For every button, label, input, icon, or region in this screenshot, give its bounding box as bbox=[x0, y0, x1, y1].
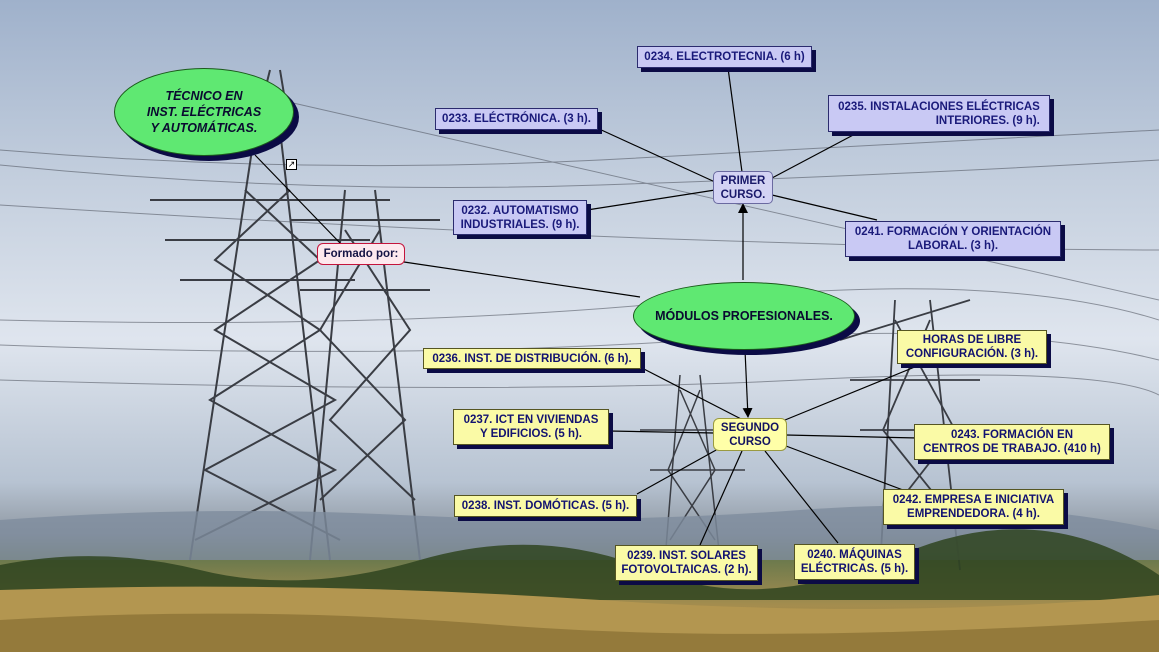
connector-main-formado bbox=[254, 154, 341, 244]
link-label-formado: Formado por: bbox=[317, 243, 405, 265]
connector-segundo-0237 bbox=[608, 430, 715, 434]
primer-curso-node[interactable]: PRIMER CURSO. bbox=[713, 171, 773, 204]
module-0241-node[interactable]: 0241. FORMACIÓN Y ORIENTACIÓN LABORAL. (… bbox=[845, 221, 1061, 257]
connector-primer-0241 bbox=[771, 194, 878, 221]
module-0236-node[interactable]: 0236. INST. DE DISTRIBUCIÓN. (6 h). bbox=[423, 348, 641, 369]
connector-segundo-0239 bbox=[699, 450, 743, 546]
vegetation bbox=[0, 529, 1159, 652]
connector-primer-0234 bbox=[727, 67, 743, 173]
connector-segundo-0240 bbox=[764, 450, 839, 544]
module-0235-node[interactable]: 0235. INSTALACIONES ELÉCTRICAS INTERIORE… bbox=[828, 95, 1050, 132]
module-0234-node[interactable]: 0234. ELECTROTECNIA. (6 h) bbox=[637, 46, 812, 68]
main-topic-ellipse[interactable]: TÉCNICO EN INST. ELÉCTRICAS Y AUTOMÁTICA… bbox=[114, 68, 294, 156]
connector-primer-0232 bbox=[586, 189, 716, 211]
connector-segundo-0236 bbox=[639, 366, 746, 422]
module-0233-node[interactable]: 0233. ELÉCTRÓNICA. (3 h). bbox=[435, 108, 598, 130]
connector-modulos-segundo bbox=[742, 349, 753, 418]
connector-segundo-0238 bbox=[636, 448, 719, 495]
segundo-curso-node[interactable]: SEGUNDO CURSO bbox=[713, 418, 787, 451]
modulos-label: MÓDULOS PROFESIONALES. bbox=[655, 309, 833, 323]
module-0238-node[interactable]: 0238. INST. DOMÓTICAS. (5 h). bbox=[454, 495, 637, 517]
connector-segundo-horas bbox=[784, 361, 928, 421]
power-cables bbox=[0, 99, 1159, 396]
connector-segundo-0242 bbox=[785, 445, 904, 491]
connector-primer-0233 bbox=[596, 127, 716, 183]
module-0239-node[interactable]: 0239. INST. SOLARES FOTOVOLTAICAS. (2 h)… bbox=[615, 545, 758, 581]
module-0242-node[interactable]: 0242. EMPRESA E INICIATIVA EMPRENDEDORA.… bbox=[883, 489, 1064, 525]
pylon-left bbox=[150, 69, 390, 561]
modulos-ellipse[interactable]: MÓDULOS PROFESIONALES. bbox=[633, 282, 855, 350]
main-topic-text: TÉCNICO EN INST. ELÉCTRICAS Y AUTOMÁTICA… bbox=[146, 89, 262, 135]
module-horas-libre-node[interactable]: HORAS DE LIBRE CONFIGURACIÓN. (3 h). bbox=[897, 330, 1047, 364]
module-0243-node[interactable]: 0243. FORMACIÓN EN CENTROS DE TRABAJO. (… bbox=[914, 424, 1110, 460]
module-0237-node[interactable]: 0237. ICT EN VIVIENDAS Y EDIFICIOS. (5 h… bbox=[453, 409, 609, 445]
connector-segundo-0243 bbox=[785, 434, 919, 439]
connector-formado-modulos bbox=[403, 261, 641, 298]
module-0232-node[interactable]: 0232. AUTOMATISMO INDUSTRIALES. (9 h). bbox=[453, 200, 587, 235]
external-link-icon[interactable]: ↗ bbox=[286, 159, 297, 170]
module-0240-node[interactable]: 0240. MÁQUINAS ELÉCTRICAS. (5 h). bbox=[794, 544, 915, 580]
connector-primer-0235 bbox=[771, 132, 858, 179]
